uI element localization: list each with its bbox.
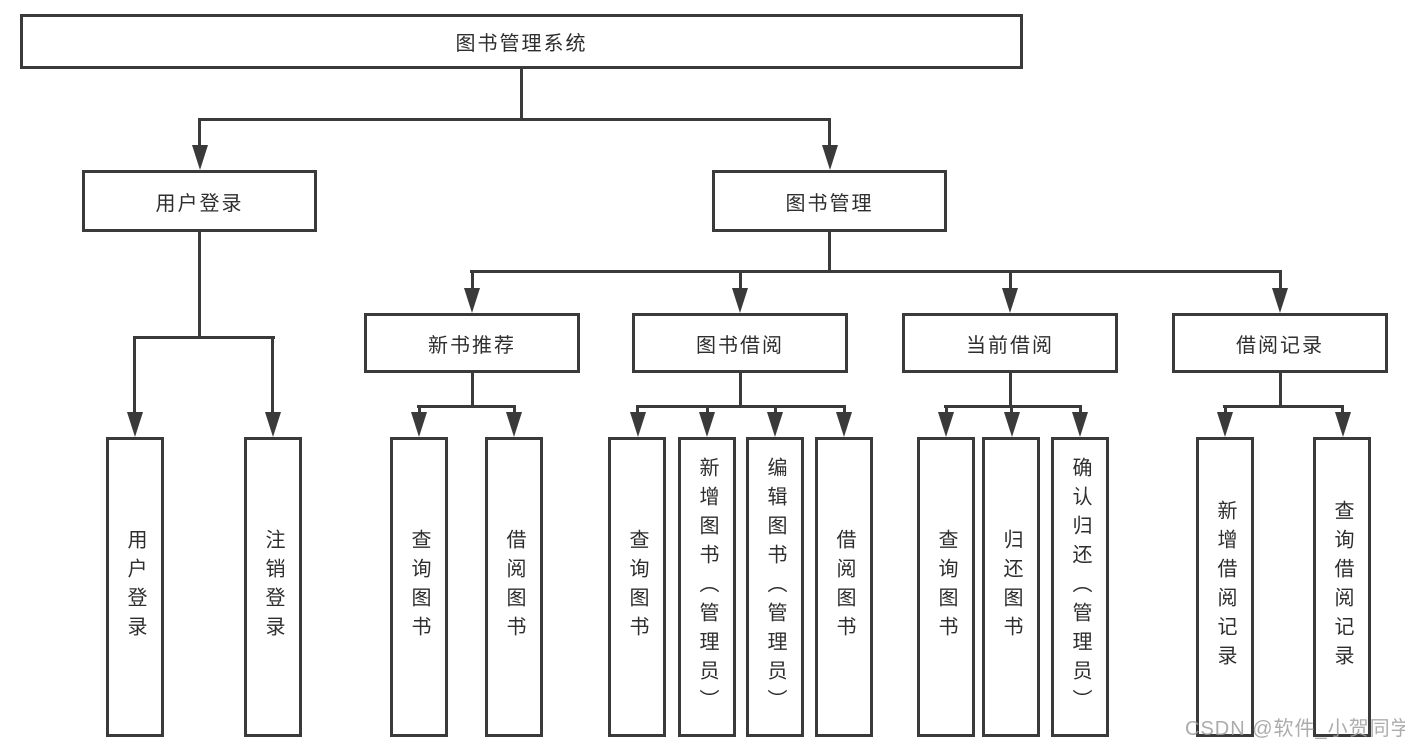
node-leaf-confirm-return-admin: 确认归还（管理员）: [1051, 437, 1109, 737]
node-leaf-query-books-current-label: 查询图书: [935, 529, 957, 645]
arrow-down: [938, 412, 954, 437]
node-book-borrow: 图书借阅: [632, 313, 848, 373]
connector-line: [418, 405, 421, 417]
connector-line: [774, 405, 777, 417]
node-root: 图书管理系统: [20, 14, 1023, 69]
node-leaf-logout-label: 注销登录: [262, 529, 284, 645]
connector-line: [636, 405, 846, 408]
node-current-borrow: 当前借阅: [902, 313, 1118, 373]
node-book-borrow-label: 图书借阅: [696, 334, 784, 357]
connector-line: [513, 405, 516, 417]
node-leaf-borrow-books-recommend: 借阅图书: [485, 437, 543, 737]
connector-line: [471, 373, 474, 405]
connector-line: [520, 69, 523, 118]
arrow-down: [1002, 288, 1018, 313]
arrow-down: [1072, 412, 1088, 437]
connector-line: [470, 270, 1282, 273]
connector-line: [271, 336, 274, 415]
connector-line: [636, 405, 639, 417]
node-root-label: 图书管理系统: [455, 33, 588, 55]
connector-line: [944, 405, 1082, 408]
connector-line: [1010, 405, 1013, 417]
csdn-watermark: CSDN @软件_小贺同学: [1185, 718, 1405, 740]
connector-line: [471, 270, 474, 292]
arrow-down: [836, 412, 852, 437]
node-leaf-borrow-books-label: 借阅图书: [833, 529, 855, 645]
connector-line: [133, 336, 136, 415]
node-leaf-add-borrow-record: 新增借阅记录: [1196, 437, 1254, 737]
node-leaf-query-books-borrow-label: 查询图书: [626, 529, 648, 645]
node-leaf-add-borrow-record-label: 新增借阅记录: [1214, 500, 1236, 674]
node-leaf-query-books-borrow: 查询图书: [608, 437, 666, 737]
node-leaf-query-borrow-record-label: 查询借阅记录: [1331, 500, 1353, 674]
node-leaf-return-book-label: 归还图书: [1000, 529, 1022, 645]
arrow-down: [464, 288, 480, 313]
arrow-down: [192, 145, 208, 170]
connector-line: [1223, 405, 1344, 408]
node-leaf-query-books-recommend: 查询图书: [390, 437, 448, 737]
node-new-book-recommend: 新书推荐: [364, 313, 580, 373]
node-leaf-borrow-books-recommend-label: 借阅图书: [503, 529, 525, 645]
connector-line: [1341, 405, 1344, 417]
connector-line: [739, 373, 742, 405]
node-leaf-borrow-books: 借阅图书: [815, 437, 873, 737]
node-leaf-add-book-admin-label: 新增图书（管理员）: [696, 456, 718, 718]
arrow-down: [1217, 412, 1233, 437]
node-leaf-user-login: 用户登录: [106, 437, 164, 737]
node-user-login: 用户登录: [82, 170, 317, 232]
arrow-down: [822, 145, 838, 170]
connector-line: [739, 270, 742, 292]
connector-line: [828, 232, 831, 270]
arrow-down: [1272, 288, 1288, 313]
node-leaf-edit-book-admin-label: 编辑图书（管理员）: [764, 456, 786, 718]
arrow-down: [699, 412, 715, 437]
node-leaf-confirm-return-admin-label: 确认归还（管理员）: [1069, 456, 1091, 718]
node-leaf-query-borrow-record: 查询借阅记录: [1313, 437, 1371, 737]
node-current-borrow-label: 当前借阅: [966, 334, 1054, 357]
connector-line: [198, 232, 201, 336]
arrow-down: [411, 412, 427, 437]
node-leaf-query-books-recommend-label: 查询图书: [408, 529, 430, 645]
arrow-down: [630, 412, 646, 437]
connector-line: [133, 336, 275, 339]
connector-line: [1079, 405, 1082, 417]
arrow-down: [732, 288, 748, 313]
connector-line: [1279, 270, 1282, 292]
node-leaf-logout: 注销登录: [244, 437, 302, 737]
node-borrow-records: 借阅记录: [1172, 313, 1388, 373]
node-new-book-recommend-label: 新书推荐: [428, 334, 516, 357]
node-user-login-label: 用户登录: [155, 192, 244, 215]
arrow-down: [1335, 412, 1351, 437]
connector-line: [1224, 405, 1227, 417]
connector-line: [945, 405, 948, 417]
node-leaf-query-books-current: 查询图书: [917, 437, 975, 737]
node-book-management: 图书管理: [712, 170, 947, 232]
connector-line: [843, 405, 846, 417]
connector-line: [1009, 270, 1012, 292]
arrow-down: [127, 412, 143, 437]
connector-line: [828, 118, 831, 150]
connector-line: [198, 118, 201, 150]
connector-line: [198, 118, 831, 121]
node-leaf-add-book-admin: 新增图书（管理员）: [678, 437, 736, 737]
connector-line: [417, 405, 516, 408]
arrow-down: [265, 412, 281, 437]
node-leaf-return-book: 归还图书: [982, 437, 1040, 737]
node-leaf-user-login-label: 用户登录: [124, 529, 146, 645]
node-book-management-label: 图书管理: [785, 192, 874, 215]
connector-line: [1009, 373, 1012, 405]
node-leaf-edit-book-admin: 编辑图书（管理员）: [746, 437, 804, 737]
arrow-down: [1004, 412, 1020, 437]
arrow-down: [506, 412, 522, 437]
connector-line: [1279, 373, 1282, 405]
arrow-down: [767, 412, 783, 437]
connector-line: [706, 405, 709, 417]
node-borrow-records-label: 借阅记录: [1236, 334, 1324, 357]
